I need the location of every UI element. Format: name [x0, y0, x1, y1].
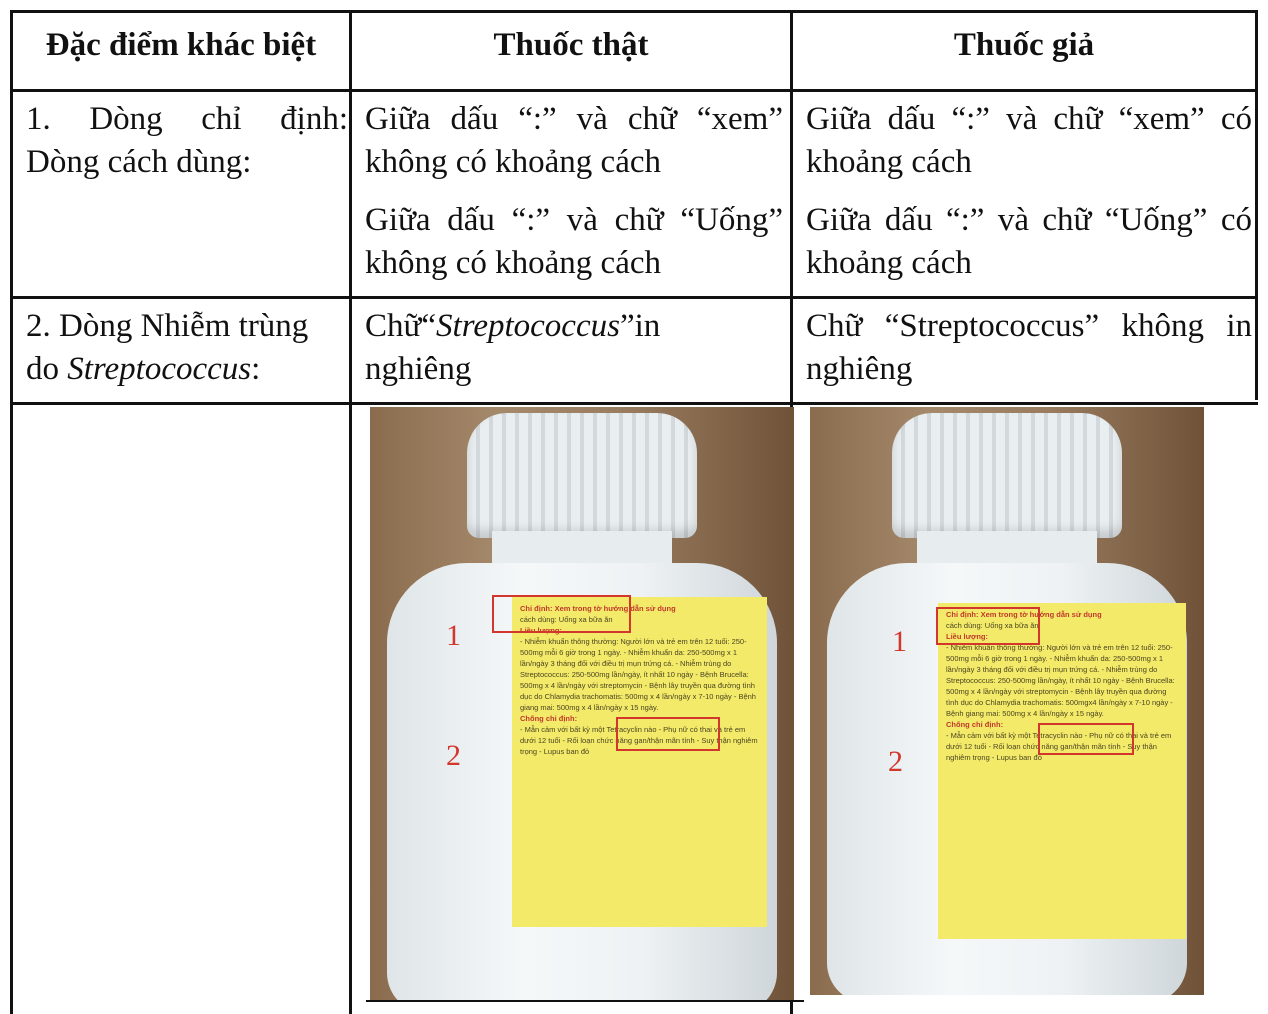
- row2-feature: 2. Dòng Nhiễm trùng do Streptococcus:: [26, 305, 348, 391]
- row2-real-post: ”in nghiêng: [365, 308, 661, 387]
- label-contra-text: - Mẫn cảm với bất kỳ một Tetracyclin nào…: [520, 725, 758, 756]
- table-rule-header: [10, 89, 1258, 92]
- label-indication: Chỉ định: Xem trong tờ hướng dẫn sử dụng: [520, 604, 676, 613]
- marker-1: 1: [446, 619, 461, 652]
- label-indication: Chỉ định: Xem trong tờ hướng dẫn sử dụng: [946, 610, 1102, 619]
- table-col-divider-1: [349, 10, 352, 1014]
- highlight-box-2: [1038, 723, 1134, 755]
- row2-real-pre: Chữ“: [365, 308, 437, 344]
- table-rule-row1: [10, 296, 1258, 299]
- bottle-cap: [892, 413, 1122, 538]
- table-border-left: [10, 10, 13, 1014]
- real-bottle-photo: Chỉ định: Xem trong tờ hướng dẫn sử dụng…: [370, 407, 794, 1001]
- label-dosage-text: - Nhiễm khuẩn thông thường: Người lớn và…: [946, 643, 1175, 718]
- marker-1: 1: [892, 625, 907, 658]
- highlight-box-1: [492, 595, 631, 633]
- row2-feature-italic: Streptococcus: [67, 351, 252, 387]
- label-dosage-heading: Liều lượng:: [520, 626, 563, 635]
- bottle-label: Chỉ định: Xem trong tờ hướng dẫn sử dụng…: [938, 603, 1186, 939]
- label-dosage-heading: Liều lượng:: [946, 632, 989, 641]
- header-feature: Đặc điểm khác biệt: [45, 27, 317, 63]
- row1-real-a: Giữa dấu “:” và chữ “xem” không có khoản…: [365, 101, 783, 180]
- header-real: Thuốc thật: [493, 27, 649, 63]
- table-border-top: [10, 10, 1258, 13]
- row2-fake: Chữ “Streptococcus” không in nghiêng: [806, 308, 1252, 387]
- highlight-box-2: [616, 717, 720, 751]
- table-border-right: [1255, 10, 1258, 400]
- row2-feature-text: 2. Dòng Nhiễm trùng do: [26, 308, 309, 387]
- label-dosage-text: - Nhiễm khuẩn thông thường: Người lớn và…: [520, 637, 756, 712]
- header-fake: Thuốc giả: [953, 27, 1095, 63]
- label-contra-heading: Chống chỉ định:: [946, 720, 1004, 729]
- bottle-label: Chỉ định: Xem trong tờ hướng dẫn sử dụng…: [512, 597, 767, 927]
- photo-underline: [366, 1000, 804, 1002]
- row1-fake-b: Giữa dấu “:” và chữ “Uống” có khoảng các…: [806, 202, 1252, 281]
- row2-real-italic: Streptococcus: [436, 308, 620, 344]
- row2-feature-colon: :: [251, 351, 261, 387]
- row1-feature-line1: 1. Dòng chỉ định:: [26, 101, 348, 137]
- fake-bottle-photo: Chỉ định: Xem trong tờ hướng dẫn sử dụng…: [810, 407, 1204, 995]
- row1-feature: 1. Dòng chỉ định: Dòng cách dùng:: [26, 98, 348, 184]
- row2-real: Chữ“Streptococcus”in nghiêng: [365, 305, 745, 391]
- table-rule-row2: [10, 402, 1258, 405]
- row1-fake-a: Giữa dấu “:” và chữ “xem” có khoảng cách: [806, 101, 1252, 180]
- marker-2: 2: [888, 745, 903, 778]
- bottle-cap: [467, 413, 697, 538]
- row1-feature-line2: Dòng cách dùng:: [26, 144, 252, 180]
- comparison-table: Đặc điểm khác biệt Thuốc thật Thuốc giả …: [10, 10, 1258, 1014]
- label-usage: cách dùng: Uống xa bữa ăn: [520, 615, 613, 624]
- label-contra-text: - Mẫn cảm với bất kỳ một Tetracyclin nào…: [946, 731, 1172, 762]
- marker-2: 2: [446, 739, 461, 772]
- row1-real-b: Giữa dấu “:” và chữ “Uống” không có khoả…: [365, 202, 783, 281]
- label-contra-heading: Chống chỉ định:: [520, 714, 578, 723]
- highlight-box-1: [936, 607, 1040, 645]
- label-usage: cách dùng: Uống xa bữa ăn: [946, 621, 1039, 630]
